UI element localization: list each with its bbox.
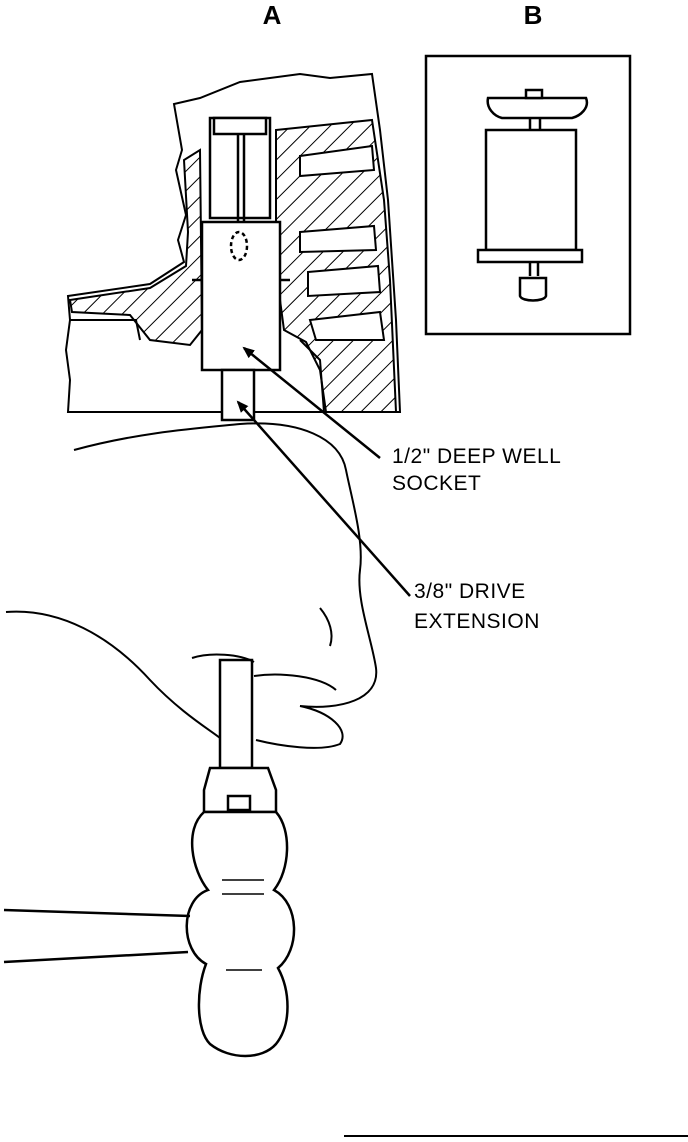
socket-callout-line1: 1/2" DEEP WELL	[392, 445, 561, 468]
handle-line-lower	[3, 950, 189, 964]
hammer	[185, 766, 296, 1058]
extension-callout-line2: EXTENSION	[414, 610, 540, 633]
panel-label-b: B	[524, 0, 543, 30]
socket-callout-line2: SOCKET	[392, 472, 481, 495]
inset-panel-b	[424, 54, 632, 336]
socket-leader-arrow	[242, 346, 381, 459]
extension-leader-arrow	[236, 400, 411, 597]
hand-outline	[5, 422, 378, 749]
deep-well-socket	[192, 116, 290, 372]
drive-extension	[218, 368, 256, 770]
handle-line-upper	[3, 908, 191, 918]
extension-callout-line1: 3/8" DRIVE	[414, 580, 526, 603]
panel-label-a: A	[263, 0, 282, 30]
